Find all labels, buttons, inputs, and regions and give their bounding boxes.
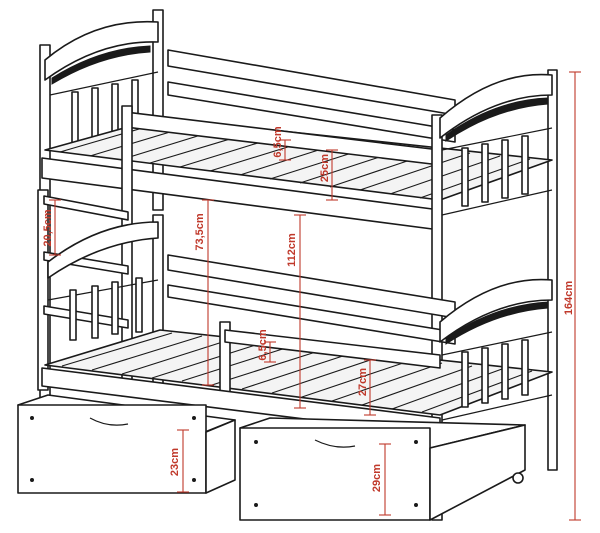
right-front-post xyxy=(431,114,443,521)
label-112cm: 112cm xyxy=(286,233,298,267)
label-bottom-slat-gap: 6,5cm xyxy=(257,329,269,360)
dimension-labels: 164cm 112cm 73,5cm 20,5cm 6,5cm 25cm 6,5… xyxy=(42,126,575,492)
label-27cm: 27cm xyxy=(357,368,369,396)
label-23cm: 23cm xyxy=(169,448,181,476)
right-lower-headboard xyxy=(439,278,553,421)
dimension-lines xyxy=(49,71,581,521)
back-upper-rails xyxy=(167,49,456,143)
label-top-slat-gap: 6,5cm xyxy=(272,126,284,157)
label-73-5cm: 73,5cm xyxy=(194,213,206,251)
label-total-height: 164cm xyxy=(563,281,575,315)
back-right-posts xyxy=(547,69,558,471)
drawer-left xyxy=(17,394,236,494)
back-lower-rails xyxy=(167,254,456,345)
label-25cm: 25cm xyxy=(319,154,331,182)
top-guard-rail xyxy=(41,105,441,397)
right-top-spindles xyxy=(461,135,529,207)
drawer-right xyxy=(239,417,526,521)
right-top-headboard xyxy=(439,73,553,216)
label-29cm: 29cm xyxy=(371,464,383,492)
label-20-5cm: 20,5cm xyxy=(42,209,54,247)
